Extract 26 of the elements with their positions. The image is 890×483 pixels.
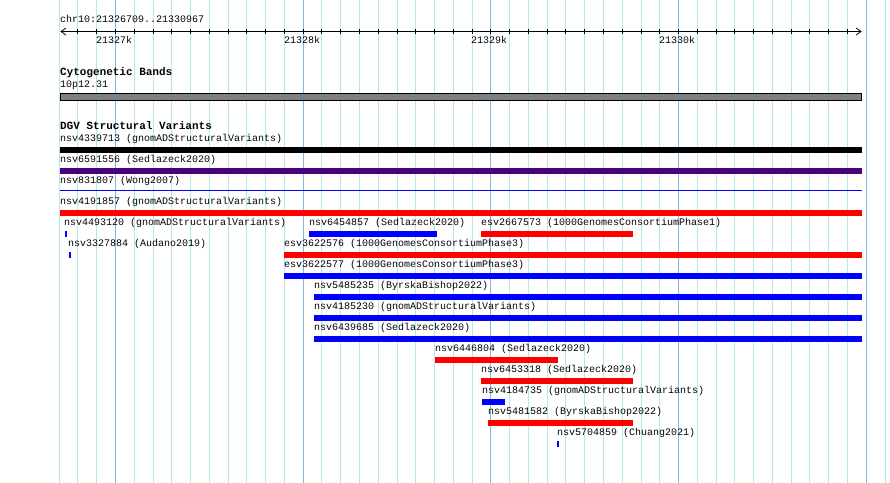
- variant-label: nsv6446804 (Sedlazeck2020): [435, 344, 592, 356]
- variant-label: esv3622576 (1000GenomesConsortiumPhase3): [284, 239, 524, 251]
- variant-label: nsv3327884 (Audano2019): [68, 239, 206, 251]
- variant-label: esv3622577 (1000GenomesConsortiumPhase3): [284, 260, 524, 272]
- variant-label: nsv831807 (Wong2007): [60, 176, 180, 188]
- tick-label: 21327k: [96, 36, 132, 48]
- variant-label: nsv6453318 (Sedlazeck2020): [481, 365, 638, 377]
- variant-label: nsv6454857 (Sedlazeck2020): [309, 218, 466, 230]
- variant-label: nsv5485235 (ByrskaBishop2022): [314, 281, 488, 293]
- locus-label: chr10:21326709..21330967: [60, 15, 204, 27]
- variant-label: nsv4184735 (gnomADStructuralVariants): [482, 386, 704, 398]
- track-title: Cytogenetic Bands: [60, 67, 172, 79]
- variant-label: nsv4493120 (gnomADStructuralVariants): [64, 218, 286, 230]
- variant-label: nsv6591556 (Sedlazeck2020): [60, 155, 216, 167]
- variant-label: nsv6439685 (Sedlazeck2020): [314, 323, 470, 335]
- tick-label: 21328k: [284, 36, 320, 48]
- variant-label: nsv4191857 (gnomADStructuralVariants): [60, 197, 282, 209]
- variant-label: esv2667573 (1000GenomesConsortiumPhase1): [481, 218, 722, 230]
- variant-label: nsv5481582 (ByrskaBishop2022): [488, 407, 662, 419]
- variant-label: nsv5704859 (Chuang2021): [557, 428, 696, 440]
- band-label: 10p12.31: [60, 80, 108, 92]
- tick-label: 21329k: [471, 36, 508, 48]
- variant-label: nsv4339713 (gnomADStructuralVariants): [60, 134, 282, 146]
- track-title: DGV Structural Variants: [60, 121, 212, 133]
- variant-label: nsv4185230 (gnomADStructuralVariants): [314, 302, 536, 314]
- tick-label: 21330k: [659, 36, 696, 48]
